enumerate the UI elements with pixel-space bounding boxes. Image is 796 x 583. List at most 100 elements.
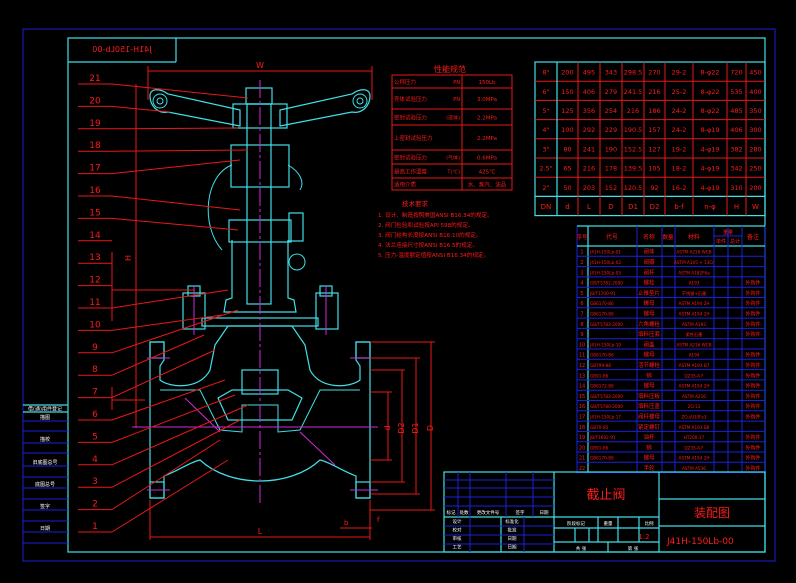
performance-param: 密封试验压力 — [394, 154, 427, 162]
tech-req-item: 4. 法兰连接尺寸按ANSI B16.5的规定。 — [378, 241, 478, 249]
parts-row-material: ASTM A193 — [682, 322, 706, 327]
dimension-table-cell: 105 — [648, 165, 660, 173]
parts-row-no: 15 — [579, 394, 585, 400]
approval-label-right: 日期 — [508, 545, 517, 551]
left-strip-header: 借(通)用件登记 — [28, 406, 62, 413]
dimension-table-header: D1 — [628, 203, 638, 211]
tech-req-item: 3. 阀门结构长度按ANSI B16.10的规定。 — [378, 231, 482, 239]
dimension-table-cell: 24-2 — [672, 126, 687, 134]
parts-row-no: 20 — [579, 445, 585, 451]
balloon-leader — [111, 419, 241, 488]
parts-row-no: 19 — [579, 435, 585, 441]
dimension-table-cell: 18-2 — [672, 165, 687, 173]
parts-row-name: 手轮 — [643, 464, 655, 472]
dimension-table-cell: 342 — [730, 165, 742, 173]
dimension-table-cell: 4-φ19 — [700, 184, 719, 192]
parts-row-remark: 外购件 — [745, 393, 760, 400]
balloon-leader — [111, 404, 249, 466]
parts-row-name: 螺母 — [643, 382, 655, 390]
balloon-label: 21 — [89, 74, 100, 84]
dimension-table-cell: 250 — [749, 165, 761, 173]
performance-unit: (气体) — [446, 155, 460, 162]
dimension-table-cell: 720 — [730, 69, 742, 77]
balloon-leader — [111, 379, 226, 421]
parts-row-code: GB799-88 — [590, 363, 611, 368]
dimension-table-cell: 216 — [627, 107, 639, 115]
performance-value: 水、蒸汽、油品 — [468, 181, 507, 189]
balloon-leader — [111, 334, 205, 376]
dimension-table-cell: 4-φ19 — [700, 165, 719, 173]
weight-header: 重量 — [604, 520, 613, 527]
left-strip-label: 签字 — [40, 503, 50, 510]
parts-row-name: 紧定螺钉 — [638, 423, 661, 431]
balloon-label: 12 — [89, 276, 100, 286]
balloon-label: 11 — [89, 298, 100, 308]
parts-row-material: ASTM A216 — [682, 394, 706, 399]
performance-param: 壳体试验压力 — [394, 95, 427, 103]
performance-param: 密封试验压力 — [394, 114, 427, 122]
parts-row-material: 2Cr13 — [688, 404, 701, 409]
balloon-leader — [111, 309, 239, 354]
dimension-table-cell: 16-2 — [672, 184, 687, 192]
performance-unit: PN — [453, 80, 460, 86]
parts-row-name: 销 — [646, 443, 652, 451]
dim-label-D1: D1 — [411, 422, 420, 433]
dimension-table-cell: 200 — [561, 69, 573, 77]
balloon-leader — [111, 149, 249, 152]
balloon-leader — [111, 195, 241, 211]
tech-req-item: 5. 压力-温度额定值按ANSI B16.34的规定。 — [378, 251, 489, 259]
dimension-table-cell: 535 — [730, 88, 742, 96]
left-strip-label: 旧底图总号 — [32, 459, 57, 466]
left-strip-label: 描校 — [40, 436, 50, 443]
parts-row-name: 螺栓 — [643, 279, 655, 287]
parts-row-no: 3 — [580, 270, 583, 276]
dimension-table-cell: 270 — [648, 69, 660, 77]
parts-row-name: 阀杆螺母 — [638, 412, 661, 420]
dimension-table-cell: 292 — [583, 126, 595, 134]
title-block: 截止阀 装配图 J41H-150Lb-00 1:2 标记处数更改文件号签字日期设… — [443, 471, 766, 553]
dimension-table-cell: 190 — [605, 145, 617, 153]
parts-row-no: 11 — [579, 353, 585, 359]
parts-row-name: 填料压盖 — [638, 402, 661, 410]
sheet-number: 第 张 — [628, 545, 639, 552]
parts-row-code: GB91-86 — [590, 445, 609, 450]
dimension-table-cell: 280 — [749, 145, 761, 153]
stage-header: 阶段标记 — [567, 520, 585, 527]
dimension-table-cell: 343 — [605, 69, 617, 77]
parts-row-remark: 外购件 — [745, 352, 760, 359]
parts-header-remark: 备注 — [747, 233, 759, 241]
approval-label: 校对 — [453, 527, 462, 534]
parts-row-remark: 外购件 — [745, 434, 760, 441]
dimension-table-cell: 3" — [542, 145, 549, 153]
balloon-label: 3 — [92, 477, 98, 487]
dimension-table-cell: 178 — [605, 165, 617, 173]
sheet-total: 共 张 — [576, 545, 587, 552]
balloon-leader — [111, 314, 223, 331]
dimension-table-cell: 19-2 — [672, 145, 687, 153]
performance-table-border — [391, 74, 513, 191]
parts-row-remark: 外购件 — [745, 300, 760, 307]
dimension-table-cell: 150 — [561, 88, 573, 96]
mirrored-drawing-number: J41H-150Lb-00 — [92, 45, 152, 54]
dim-label-D2: D2 — [397, 422, 406, 433]
dimension-table-cell: 152.5 — [624, 145, 643, 153]
parts-row-code: GB/T5780-2000 — [590, 404, 623, 409]
parts-row-material: ASTM A194 2H — [678, 311, 709, 316]
dimension-table-cell: 350 — [749, 107, 761, 115]
parts-row-code: GB/T5782-2000 — [590, 281, 623, 286]
dimension-table-cell: 6" — [542, 88, 549, 96]
dimension-table-cell: 241 — [583, 145, 595, 153]
parts-row-code: GB6170-86 — [590, 456, 614, 461]
dimension-table-header: H — [734, 203, 739, 211]
parts-row-code: GB70-85 — [590, 425, 609, 430]
parts-row-remark: 外购件 — [745, 383, 760, 390]
dimension-table-header: n-φ — [704, 203, 716, 211]
dim-label-f: f — [377, 516, 380, 524]
left-strip-label: 日期 — [40, 526, 50, 532]
parts-row-remark: 外购件 — [745, 310, 760, 317]
dimension-table-cell: 8-φ22 — [700, 69, 719, 77]
dimension-table-cell: 406 — [583, 88, 595, 96]
